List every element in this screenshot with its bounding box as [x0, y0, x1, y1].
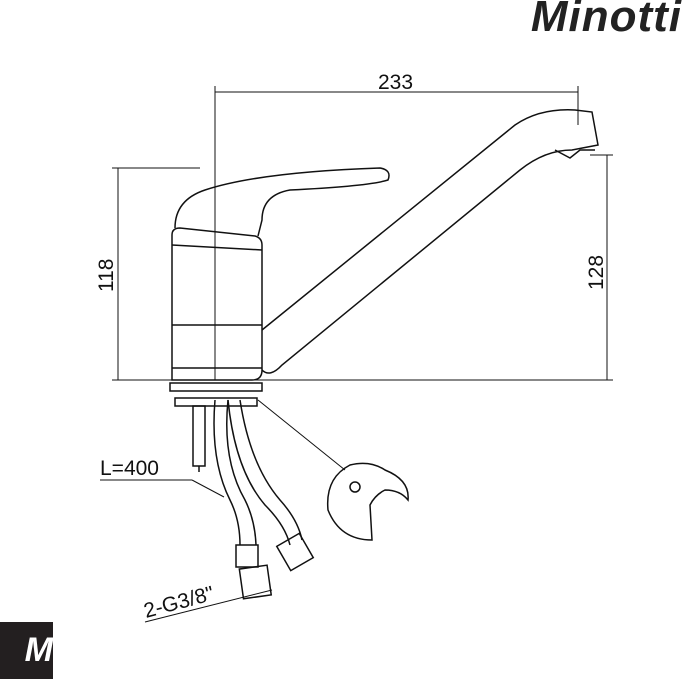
brand-mark: M: [0, 622, 53, 679]
spout: [261, 109, 599, 374]
mounting-kit: [169, 382, 263, 472]
dimension-128: 128: [585, 255, 608, 290]
faucet-body: [171, 227, 263, 381]
lever-handle: [174, 167, 390, 237]
dimension-lines: [100, 86, 613, 623]
c-nut: [326, 462, 409, 541]
brand-logo: Minotti: [530, 0, 682, 41]
connection-label: 2-G3/8": [141, 582, 216, 623]
flex-hoses: [213, 399, 315, 600]
hose-length-label: L=400: [100, 457, 159, 480]
dimension-233: 233: [378, 71, 413, 94]
dimension-118: 118: [95, 259, 118, 292]
